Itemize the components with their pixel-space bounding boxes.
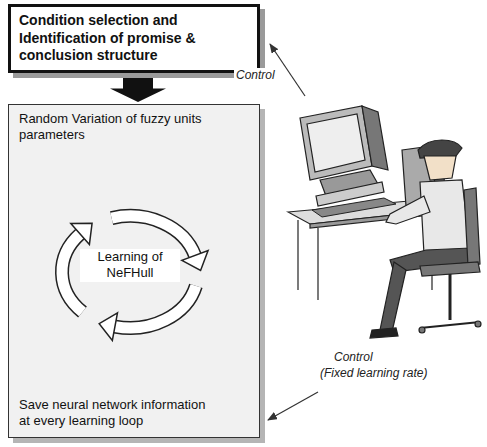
box-heading: Random Variation of fuzzy units paramete… (19, 111, 219, 144)
process-box: Condition selection and Identification o… (8, 4, 260, 73)
flow-arrow (110, 78, 166, 103)
control-arrow (268, 392, 318, 420)
chair (419, 188, 481, 333)
control-label: Control (234, 68, 277, 82)
box-title: Condition selection and Identification o… (19, 12, 249, 65)
box-note: Save neural network information at every… (19, 397, 219, 430)
process-box: Random Variation of fuzzy units paramete… (8, 104, 260, 438)
control-label: (Fixed learning rate) (318, 366, 429, 380)
control-label: Control (332, 350, 375, 364)
learning-cycle: Learning of NeFHull (45, 197, 215, 347)
person (370, 140, 472, 338)
cycle-label: Learning of NeFHull (80, 249, 180, 282)
computer-monitor (300, 106, 388, 206)
keyboard (312, 198, 396, 217)
